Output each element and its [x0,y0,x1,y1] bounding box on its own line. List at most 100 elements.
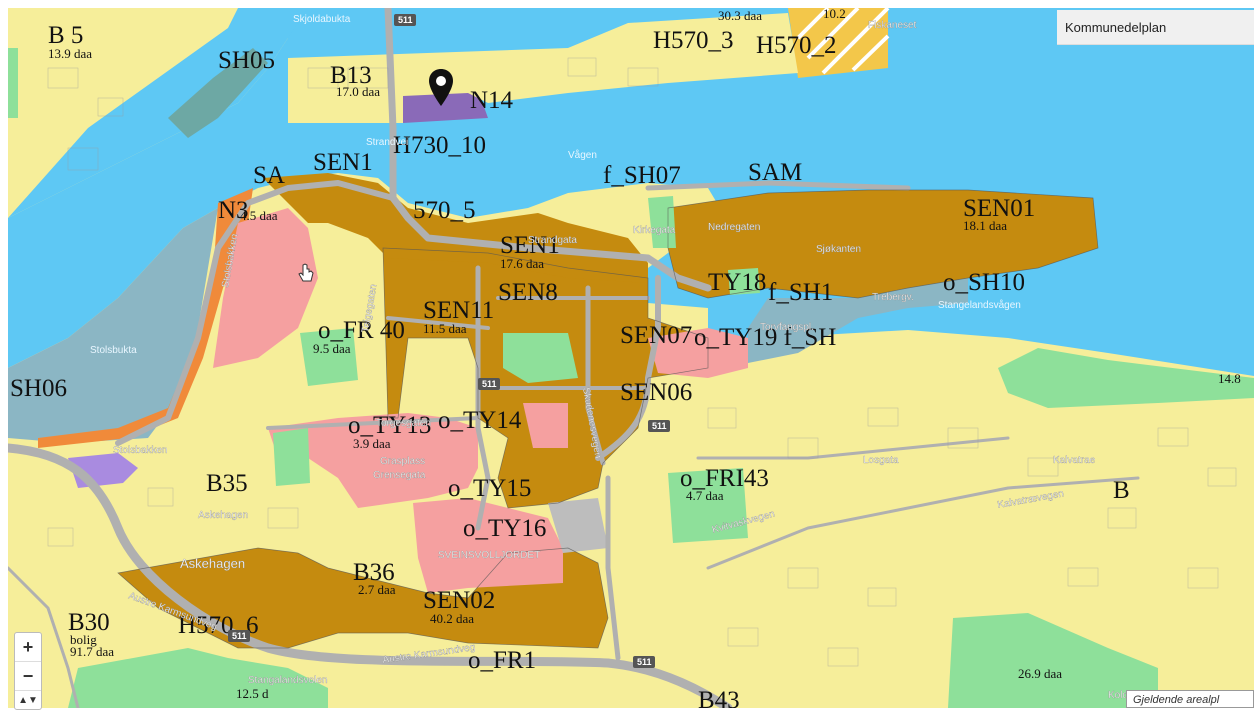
road-shield-4: 511 [633,656,655,668]
label-b-right: B [1113,477,1130,504]
map-pin-icon[interactable] [428,68,454,108]
public-area-small [523,403,568,448]
center-zone-south [118,548,608,648]
place-stangeland: Stangelandsvågen [938,299,1021,311]
public-area-mid [648,328,748,378]
street-askehagen: Askehagen [198,510,248,521]
label-sen1-top: SEN1 [313,149,373,176]
label-b13: B13 [330,62,372,89]
public-area-center [268,413,478,508]
street-torgesgaten: Torgesgaten [376,418,431,429]
label-b43: B43 [698,687,740,708]
area-labels: 13.9 daa 17.0 daa 30.3 daa 10.2 4.5 daa … [48,8,1241,701]
label-sen06: SEN06 [620,379,692,406]
green-fr43 [668,468,748,543]
area-fr-se: 26.9 daa [1018,666,1062,681]
green-small-tiles [648,196,676,248]
street-strandgata: Strandgata [528,235,577,246]
label-ty18: TY18 [708,269,766,296]
area-sh-right: 14.8 [1218,371,1241,386]
map-canvas[interactable]: B 5 SH05 B13 N14 H570_3 H570_2 H730_10 S… [8,8,1254,708]
label-b35: B35 [206,470,248,497]
road-shield-1: 511 [394,14,416,26]
label-ty14: o_TY14 [438,407,522,434]
label-sen01: SEN01 [963,195,1035,222]
label-sa: SA [253,162,285,189]
street-stolsbakken-2: Stolsbakken [113,445,167,456]
label-ty15: o_TY15 [448,475,531,502]
label-ty13: o_TY13 [348,412,431,439]
area-h570-2: 10.2 [823,8,846,21]
water-left [8,8,308,218]
green-ty18 [728,268,760,295]
green-left-edge [8,48,18,118]
public-area-left [213,208,318,368]
street-grensegata: Grensegata [373,470,426,481]
label-f-sh1: f_SH1 [768,279,833,306]
street-kirkegata: Kirkegata [633,225,676,236]
orange-shoreline [38,188,253,448]
area-fr143: 4.7 daa [686,488,724,503]
green-center [503,333,578,383]
gray-block [548,498,608,553]
area-n3: 4.5 daa [240,208,278,223]
label-sen02: SEN02 [423,587,495,614]
label-ty19: o_TY19 f_SH [694,324,836,351]
street-kalvatrae: Kalvatrae [1053,455,1096,466]
purple-n14 [403,90,488,123]
legend-tag[interactable]: Gjeldende arealpl [1126,690,1254,708]
label-sh07: f_SH07 [603,162,681,189]
stolsbukta-area [8,208,218,443]
place-fiskaneset: Fiskaneset [868,20,917,31]
green-east-ridge [998,348,1254,408]
panel-title: Kommunedelplan [1065,19,1167,35]
kommunedelplan-panel[interactable]: Kommunedelplan [1057,10,1254,45]
zoom-out-button[interactable]: − [15,662,41,691]
area-sen02: 40.2 daa [430,611,474,626]
hand-cursor-icon [298,263,314,282]
label-fr143: o_FRI43 [680,465,769,492]
green-south [68,648,328,708]
area-b36: 2.7 daa [358,582,396,597]
street-torvfangspl: Torvfangspl. [760,322,814,333]
label-sh06: SH06 [10,375,67,402]
street-losgata: Losgata [863,455,899,466]
label-ty16: o_TY16 [463,515,546,542]
zoom-more-button[interactable]: ▲▼ [18,694,38,706]
zoom-in-button[interactable]: + [15,633,41,662]
green-fr40 [300,328,358,386]
industrial-top [168,48,268,138]
area-sen1: 17.6 daa [500,256,544,271]
hatch-lines [796,8,890,75]
area-h570: 30.3 daa [718,8,762,23]
label-sen11: SEN11 [423,297,494,324]
label-b5: B 5 [48,22,83,49]
area-b13: 17.0 daa [336,84,380,99]
b30-bolig: bolig [70,632,97,647]
label-b30: B30 [68,609,110,636]
zone-outlines [117,189,1099,649]
label-sen07: SEN07 [620,322,692,349]
street-stangalandsvolen: Stangalandsvolen [248,675,328,686]
residential-top [288,13,798,123]
label-h570-2: H570_2 [756,32,837,59]
area-fr1: 12.5 d [236,686,269,701]
road-shield-5: 511 [478,378,500,390]
label-h570-5: 570_5 [413,197,476,224]
area-sen11: 11.5 daa [423,321,467,336]
road-shield-2: 511 [648,420,670,432]
zoning-map: B 5 SH05 B13 N14 H570_3 H570_2 H730_10 S… [8,8,1254,708]
label-fr40: o_FR 40 [318,317,405,344]
zoom-control: + − ▲▼ [14,632,42,710]
svg-text:511: 511 [398,15,413,25]
label-sh10: o_SH10 [943,269,1025,296]
label-fr1: o_FR1 [468,647,536,674]
label-h570-3: H570_3 [653,27,734,54]
svg-text:511: 511 [482,379,497,389]
place-grasplass: Grasplass [380,456,425,467]
building-outlines [47,57,1237,667]
area-sen01: 18.1 daa [963,218,1007,233]
center-zone-east [668,190,1098,298]
label-sh05: SH05 [218,47,275,74]
place-strandvei: Strandvei [366,137,408,148]
